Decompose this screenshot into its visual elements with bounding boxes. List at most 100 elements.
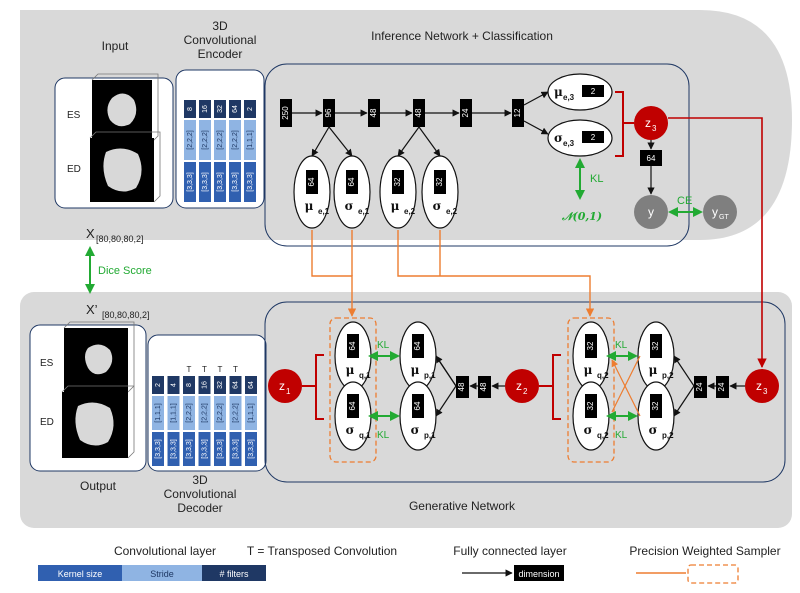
- classifier-fc-dim: 64: [647, 154, 656, 163]
- z2-main: z: [516, 379, 522, 393]
- decoder-kernel-cell: [198, 432, 211, 466]
- output-es-label: ES: [40, 358, 54, 369]
- gen-ellipse-q2-sigma-dim-box: [585, 394, 597, 418]
- inference-ellipse-dim: 64: [347, 177, 356, 186]
- output-ed-volume: [61, 385, 135, 459]
- legend-transposed: T = Transposed Convolution: [247, 544, 397, 558]
- y-node: y: [634, 195, 668, 229]
- decoder-stride-cell: [245, 396, 257, 430]
- z1-main: z: [279, 379, 285, 393]
- z2-bracket: [539, 354, 561, 420]
- fc-layer-box: [323, 99, 335, 127]
- gen-ellipse-q2-mu-symbol: μ: [584, 363, 593, 377]
- ygt-sub: GT: [719, 214, 729, 221]
- inference-ellipse-dim-box: [434, 170, 446, 194]
- decoder-stride-cell: [167, 396, 180, 430]
- encoder-stride-text: [2,2,2]: [217, 130, 224, 150]
- ygt-main: y: [712, 205, 718, 219]
- gen-fc-2b: 24: [717, 382, 726, 391]
- kl-gen-2b-label: KL: [615, 430, 628, 441]
- decoder-stride-text: [2,2,2]: [201, 403, 208, 423]
- decoder-kernel-cell: [229, 432, 242, 466]
- gen-fc-2: 24 24: [694, 376, 729, 398]
- decoder-filter-cell: [198, 376, 211, 394]
- z1-node: z 1: [268, 369, 302, 403]
- decoder-filter-text: 4: [170, 383, 177, 387]
- legend-fc-box: [514, 565, 564, 581]
- e1-to-pws1-orange: [311, 230, 357, 317]
- gen-ellipse-p1-sigma-symbol: σ: [411, 423, 420, 437]
- encoder-filter-cell: [199, 100, 211, 118]
- fc-layer-dim: 24: [461, 108, 470, 117]
- fc-layer-dim: 48: [414, 108, 423, 117]
- inference-ellipse-subscript: e,2: [404, 207, 416, 216]
- inference-ellipse-symbol: μ: [391, 199, 400, 213]
- fc2-to-p2-arrow-down: [673, 385, 695, 417]
- encoder-kernel-text: [3,3,3]: [217, 172, 224, 192]
- x-label-main: X: [86, 226, 95, 241]
- top-ellipse-sigma-shape: [547, 119, 613, 157]
- legend-kernel: Kernel size: [58, 569, 103, 579]
- inference-ellipse-symbol: σ: [433, 199, 442, 213]
- encoder-kernel-cell: [244, 162, 256, 202]
- gen-ellipse-p2-mu-subscript: p,2: [662, 371, 674, 380]
- encoder-filter-text: 32: [217, 105, 224, 113]
- decoder-stride-text: [2,2,2]: [217, 403, 224, 423]
- decoder-transposed-mark: T: [233, 365, 238, 374]
- top-ellipse-mu-dim-box: [582, 85, 604, 97]
- gen-ellipse-p2-mu-dim: 32: [651, 341, 660, 350]
- encoder-stride-cell: [244, 120, 256, 160]
- decoder-filter-cell: [214, 376, 226, 394]
- encoder-filter-cell: [229, 100, 241, 118]
- fc-branch-arrow: [523, 91, 549, 106]
- gen-ellipse-q2-sigma-subscript: q,2: [597, 431, 609, 440]
- encoder-stride-cell: [229, 120, 241, 160]
- encoder-kernel-text: [3,3,3]: [247, 172, 254, 192]
- gen-fc-1a: 48: [457, 382, 466, 391]
- fc-layer-box: [460, 99, 472, 127]
- encoder-stride-text: [2,2,2]: [187, 130, 194, 150]
- gen-ellipse-p1-sigma-dim-box: [412, 394, 424, 418]
- xprime-label-main: X’: [86, 302, 98, 317]
- gen-ellipse-p2-sigma-dim-box: [650, 394, 662, 418]
- inference-ellipse-dim: 32: [393, 177, 402, 186]
- gen-ellipse-q1-sigma-dim: 64: [348, 401, 357, 410]
- gen-ellipse-q1-sigma-subscript: q,1: [359, 431, 371, 440]
- generative-title: Generative Network: [409, 499, 516, 513]
- inference-ellipse-subscript: e,1: [318, 207, 330, 216]
- fc-branch-arrow: [311, 126, 330, 157]
- legend-stride: Stride: [150, 569, 174, 579]
- ygt-node: y GT: [703, 195, 737, 229]
- top-ellipse-sigma-dim: 2: [591, 133, 596, 142]
- decoder-title-2: Convolutional: [164, 487, 237, 501]
- kl-top-label: KL: [590, 173, 603, 185]
- gen-fc-1: 48 48: [456, 376, 491, 398]
- z3-top-main: z: [645, 116, 651, 130]
- gen-ellipse-q2-mu-dim-box: [585, 334, 597, 358]
- input-ed-volume: [89, 131, 161, 203]
- gen-fc-2a: 24: [695, 382, 704, 391]
- legend-stride-swatch: [122, 565, 202, 581]
- gen-ellipse-p1-mu-dim-box: [412, 334, 424, 358]
- fc1-to-p1-arrow-up: [435, 355, 457, 387]
- encoder-filter-text: 8: [187, 107, 194, 111]
- xprime-label-sub: [80,80,80,2]: [102, 310, 150, 320]
- gen-ellipse-p2-mu-dim-box: [650, 334, 662, 358]
- encoder-title-3: Encoder: [198, 47, 243, 61]
- z1-bracket: [302, 354, 324, 420]
- decoder-filter-cell: [167, 376, 180, 394]
- pws-box-2: [567, 317, 615, 463]
- top-ellipse-sigma-subscript: e,3: [563, 139, 575, 148]
- decoder-kernel-cell: [183, 432, 195, 466]
- output-ed-label: ED: [40, 417, 54, 428]
- legend-pws-box: [687, 564, 739, 584]
- decoder-kernel-text: [3,3,3]: [201, 439, 208, 459]
- decoder-filter-cell: [152, 376, 164, 394]
- legend-pws-title: Precision Weighted Sampler: [629, 544, 780, 558]
- gen-ellipse-p2-mu-symbol: μ: [649, 363, 658, 377]
- fc-branch-arrow: [328, 126, 353, 157]
- decoder-kernel-text: [3,3,3]: [232, 439, 239, 459]
